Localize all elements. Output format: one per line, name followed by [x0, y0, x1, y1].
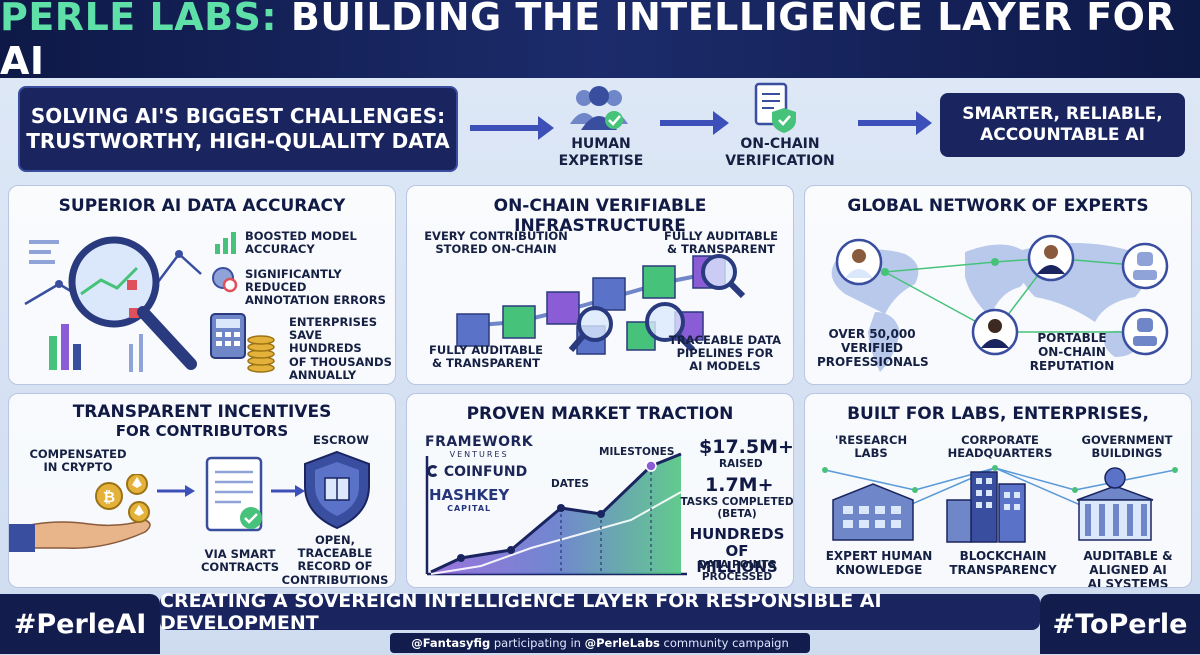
infra-label-auditable-top: FULLY AUDITABLE & TRANSPARENT — [664, 229, 778, 257]
government-buildings-label: GOVERNMENT BUILDINGS — [1081, 433, 1173, 461]
traceable-record-label: OPEN, TRACEABLE RECORD OF CONTRIBUTIONS — [281, 533, 389, 587]
panel-incentives: TRANSPARENT INCENTIVES FOR CONTRIBUTORS … — [8, 393, 396, 588]
challenge-line-2: TRUSTWORTHY, HIGH-QULALITY DATA — [26, 129, 450, 153]
hand-crypto-coins-icon: ₿ — [9, 474, 151, 552]
stat-data-points-label: DATA POINTS PROCESSED — [697, 559, 777, 583]
bar-chart-icon — [215, 232, 236, 254]
panel-global-experts: GLOBAL NETWORK OF EXPERTS OVER 50,000 VE… — [804, 185, 1192, 385]
panel-title: TRANSPARENT INCENTIVES FOR CONTRIBUTORS — [72, 402, 332, 441]
flow-arrow-1 — [470, 116, 554, 140]
experts-label-reputation: PORTABLE ON-CHAIN REPUTATION — [1029, 331, 1115, 373]
arrow-right-icon — [271, 485, 305, 497]
corporate-hq-label: CORPORATE HEADQUARTERS — [947, 433, 1053, 461]
hashtag-left: #PerleAI — [0, 594, 160, 654]
globe-search-icon — [212, 267, 238, 293]
panel-title: ON-CHAIN VERIFIABLE INFRASTRUCTURE — [493, 196, 707, 237]
credit-mid: participating in — [490, 636, 585, 650]
panel-built-for: BUILT FOR LABS, ENTERPRISES, 'RESEARCH L… — [804, 393, 1192, 588]
smart-contracts-label: VIA SMART CONTRACTS — [200, 547, 279, 575]
credit-org: @PerleLabs — [584, 636, 660, 650]
panel-title: PROVEN MARKET TRACTION — [466, 404, 734, 424]
flow-arrow-2 — [660, 111, 729, 135]
world-map-icon — [831, 234, 1169, 372]
dates-label: DATES — [551, 478, 589, 490]
accuracy-item-2: SIGNIFICANTLY REDUCED ANNOTATION ERRORS — [245, 267, 386, 308]
panel-market-traction: PROVEN MARKET TRACTION FRAMEWORK VENTURE… — [406, 393, 794, 588]
credit-end: community campaign — [659, 636, 789, 650]
infra-label-stored: EVERY CONTRIBUTION STORED ON-CHAIN — [424, 229, 568, 257]
research-labs-label: 'RESEARCH LABS — [834, 433, 908, 461]
blockchain-transparency-label: BLOCKCHAIN TRANSPARENCY — [949, 549, 1057, 577]
title-text: BUILDING THE INTELLIGENCE LAYER FOR AI — [0, 0, 1176, 83]
escrow-label: ESCROW — [313, 433, 369, 447]
framework-ventures-logo: FRAMEWORK VENTURES — [425, 434, 534, 459]
smart-contract-icon — [205, 456, 263, 532]
expert-knowledge-label: EXPERT HUMAN KNOWLEDGE — [825, 549, 933, 577]
arrow-right-icon — [157, 485, 195, 497]
svg-text:₿: ₿ — [103, 488, 115, 506]
hashtag-right: #ToPerle — [1040, 594, 1200, 654]
human-expertise-icon — [570, 86, 628, 130]
credit-user: @Fantasyfig — [411, 636, 491, 650]
panel-infrastructure: ON-CHAIN VERIFIABLE INFRASTRUCTURE EVERY… — [406, 185, 794, 385]
panel-title: BUILT FOR LABS, ENTERPRISES, — [847, 404, 1149, 424]
compensation-label: COMPENSATED IN CRYPTO — [29, 447, 127, 475]
blockchain-cubes-icon — [456, 254, 746, 355]
growth-chart — [425, 452, 687, 576]
panel-title: GLOBAL NETWORK OF EXPERTS — [847, 196, 1149, 216]
magnifier-chart-icon — [24, 236, 202, 372]
footer-banner: CREATING A SOVEREIGN INTELLIGENCE LAYER … — [160, 590, 1040, 634]
aligned-ai-label: AUDITABLE & ALIGNED AI AI SYSTEMS — [1083, 549, 1173, 588]
experts-label-verified: OVER 50,000 VERIFIED PROFESSIONALS — [817, 327, 929, 369]
stat-raised: $17.5M+ — [699, 436, 794, 458]
title-brand: PERLE LABS: — [0, 0, 278, 39]
document-shield-icon — [754, 82, 796, 133]
flow-step-human-expertise: HUMAN EXPERTISE — [558, 136, 644, 169]
stat-tasks-label: TASKS COMPLETED (BETA) — [680, 496, 794, 520]
title-bar: PERLE LABS: BUILDING THE INTELLIGENCE LA… — [0, 0, 1200, 83]
challenge-box: SOLVING AI'S BIGGEST CHALLENGES: TRUSTWO… — [18, 86, 458, 172]
accuracy-item-3: ENTERPRISES SAVE HUNDREDS OF THOUSANDS A… — [289, 315, 392, 382]
challenge-line-1: SOLVING AI'S BIGGEST CHALLENGES: — [30, 104, 446, 128]
buildings-network-icon — [822, 465, 1178, 543]
stat-tasks: 1.7M+ — [705, 474, 774, 496]
coinfund-mark-icon — [427, 465, 439, 477]
coinfund-logo: COINFUND — [427, 464, 527, 480]
result-box: SMARTER, RELIABLE, ACCOUNTABLE AI — [940, 93, 1185, 157]
hashkey-capital-logo: HASHKEY CAPITAL — [429, 486, 510, 513]
milestones-label: MILESTONES — [599, 446, 675, 458]
flow-arrow-3 — [858, 111, 932, 135]
infra-label-auditable-bottom: FULLY AUDITABLE & TRANSPARENT — [429, 343, 543, 371]
stat-data-points: HUNDREDS OF MILLIONS — [689, 525, 785, 576]
infra-label-traceable: TRACEABLE DATA PIPELINES FOR AI MODELS — [668, 333, 782, 374]
credit-line: @Fantasyfig participating in @PerleLabs … — [390, 633, 810, 653]
panel-title: SUPERIOR AI DATA ACCURACY — [58, 196, 346, 216]
stat-raised-label: RAISED — [719, 458, 763, 470]
accuracy-item-1: BOOSTED MODEL ACCURACY — [245, 229, 357, 257]
panel-data-accuracy: SUPERIOR AI DATA ACCURACY BOOSTED MODEL … — [8, 185, 396, 385]
page-title: PERLE LABS: BUILDING THE INTELLIGENCE LA… — [0, 0, 1200, 83]
flow-step-on-chain-verification: ON-CHAIN VERIFICATION — [725, 136, 835, 169]
calculator-coins-icon — [210, 313, 275, 373]
escrow-shield-icon — [304, 450, 370, 530]
